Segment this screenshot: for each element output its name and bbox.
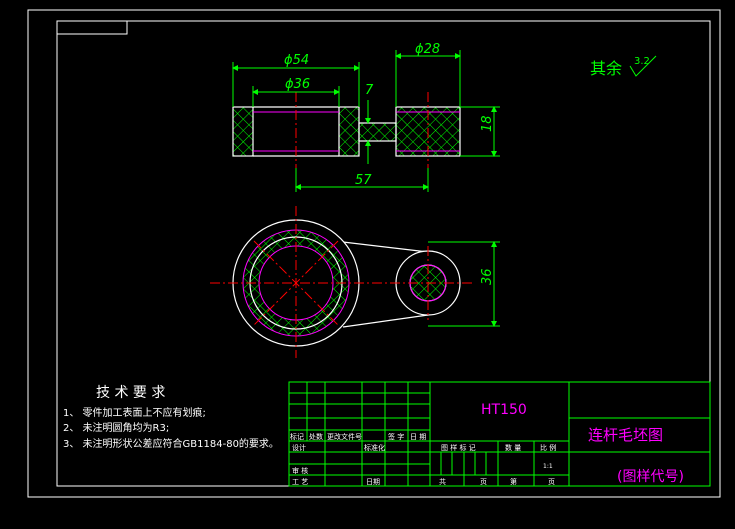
roughness-label: 其余 [590, 59, 622, 78]
date-label: 日期 [366, 478, 380, 486]
ratio-value: 1:1 [543, 463, 553, 470]
dim-57: 57 [355, 173, 372, 188]
roughness-symbol [629, 55, 657, 77]
row-label-date: 日 期 [410, 433, 426, 441]
section-dimensions [232, 50, 500, 192]
stage-label: 图 样 标 记 [441, 443, 476, 452]
dim-36-vertical: 36 [480, 268, 495, 285]
material-label: HT150 [481, 402, 527, 418]
outer-frame [27, 9, 721, 498]
row-label-count: 处数 [309, 432, 323, 441]
tech-title: 技 术 要 求 [96, 385, 165, 401]
dim-phi28: ϕ28 [415, 42, 440, 57]
dim-7: 7 [365, 83, 374, 98]
plan-dimensions [428, 241, 500, 327]
section-view [232, 92, 461, 168]
sheet-unit-label: 页 [480, 478, 487, 486]
title-block [288, 381, 711, 487]
design-label: 设计 [292, 443, 306, 452]
process-label: 工 艺 [292, 478, 308, 486]
dim-phi54: ϕ54 [284, 53, 309, 68]
sheet-unit2-label: 页 [548, 478, 555, 486]
tech-item-3: 3、 未注明形状公差应符合GB1184-80的要求。 [63, 437, 279, 450]
review-label: 审 核 [292, 466, 308, 475]
ratio-label: 比 例 [540, 443, 556, 452]
tech-item-2: 2、 未注明圆角均为R3; [63, 421, 169, 434]
tech-item-1: 1、 零件加工表面上不应有划痕; [63, 406, 206, 419]
row-label-change: 更改文件号 [327, 432, 362, 441]
row-label-sign: 签 字 [388, 432, 404, 441]
drawing-name: 连杆毛坯图 [588, 426, 663, 444]
row-label-mark: 标记 [290, 432, 304, 441]
corner-code-box [56, 20, 128, 35]
drawing-code: (图样代号) [617, 469, 684, 485]
sheet-no-label: 第 [510, 477, 517, 486]
roughness-value: 3.2 [634, 56, 650, 67]
quantity-label: 数 量 [505, 443, 521, 452]
plan-view [210, 206, 474, 358]
sheet-total-label: 共 [439, 477, 446, 486]
standard-label: 标准化 [364, 443, 385, 452]
dim-phi36: ϕ36 [285, 77, 310, 92]
dim-18: 18 [480, 115, 495, 132]
